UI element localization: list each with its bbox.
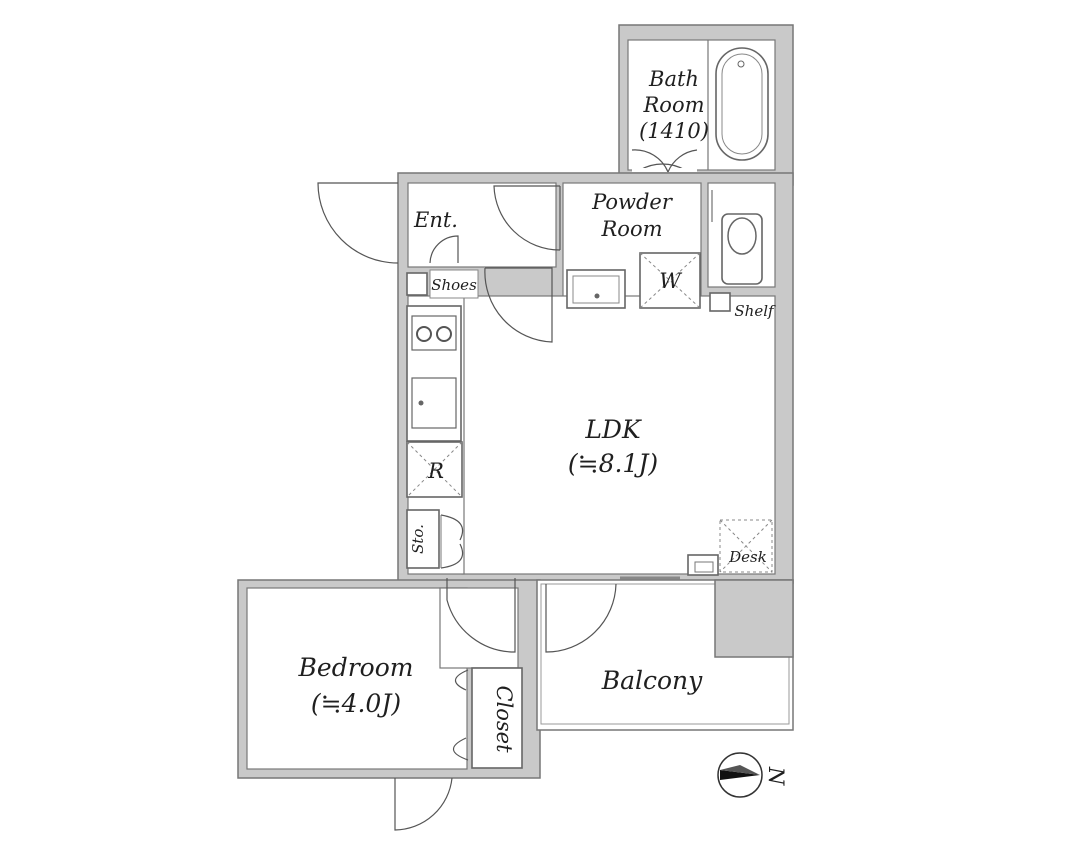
bedroom-room	[246, 587, 468, 770]
shelf-box	[709, 292, 731, 312]
bedroom-label: Bedroom	[298, 653, 414, 682]
entrance-door	[317, 182, 399, 264]
doors	[317, 149, 698, 831]
storage-label: Sto.	[409, 524, 427, 554]
shoe-cabinet	[429, 269, 479, 299]
pipe-shaft	[714, 579, 794, 658]
shoes-label: Shoes	[431, 276, 477, 294]
bath-label-1: Bath	[648, 67, 699, 91]
toilet-icon	[721, 213, 763, 285]
powder-label-1: Powder	[591, 190, 674, 214]
stove-icon	[411, 315, 457, 351]
bath-label-2: Room	[642, 93, 704, 117]
ldk-room	[461, 295, 776, 575]
bedroom-size-label: (≒4.0J)	[311, 689, 401, 718]
refrigerator-label: R	[427, 459, 444, 483]
entrance-label: Ent.	[413, 208, 458, 232]
fixtures	[406, 47, 773, 769]
compass: N	[717, 752, 788, 798]
closet-box	[471, 667, 523, 769]
ldk-size-label: (≒8.1J)	[568, 449, 658, 478]
balcony-label: Balcony	[601, 666, 703, 695]
compass-north-label: N	[764, 766, 788, 786]
bath-label-3: (1410)	[639, 119, 709, 143]
powder-label-2: Room	[600, 217, 662, 241]
desk-label: Desk	[728, 548, 767, 566]
bathtub-icon	[715, 47, 769, 161]
kitchen-sink-icon	[411, 377, 457, 429]
desk-icon	[719, 519, 773, 573]
labels: Bath Room (1410) Powder Room Ent. Shoes …	[298, 67, 776, 753]
closet-label: Closet	[492, 685, 516, 753]
ldk-label: LDK	[584, 415, 642, 444]
storage-icon	[406, 509, 440, 569]
washer-label: W	[659, 269, 683, 293]
shelf-label: Shelf	[734, 302, 776, 320]
